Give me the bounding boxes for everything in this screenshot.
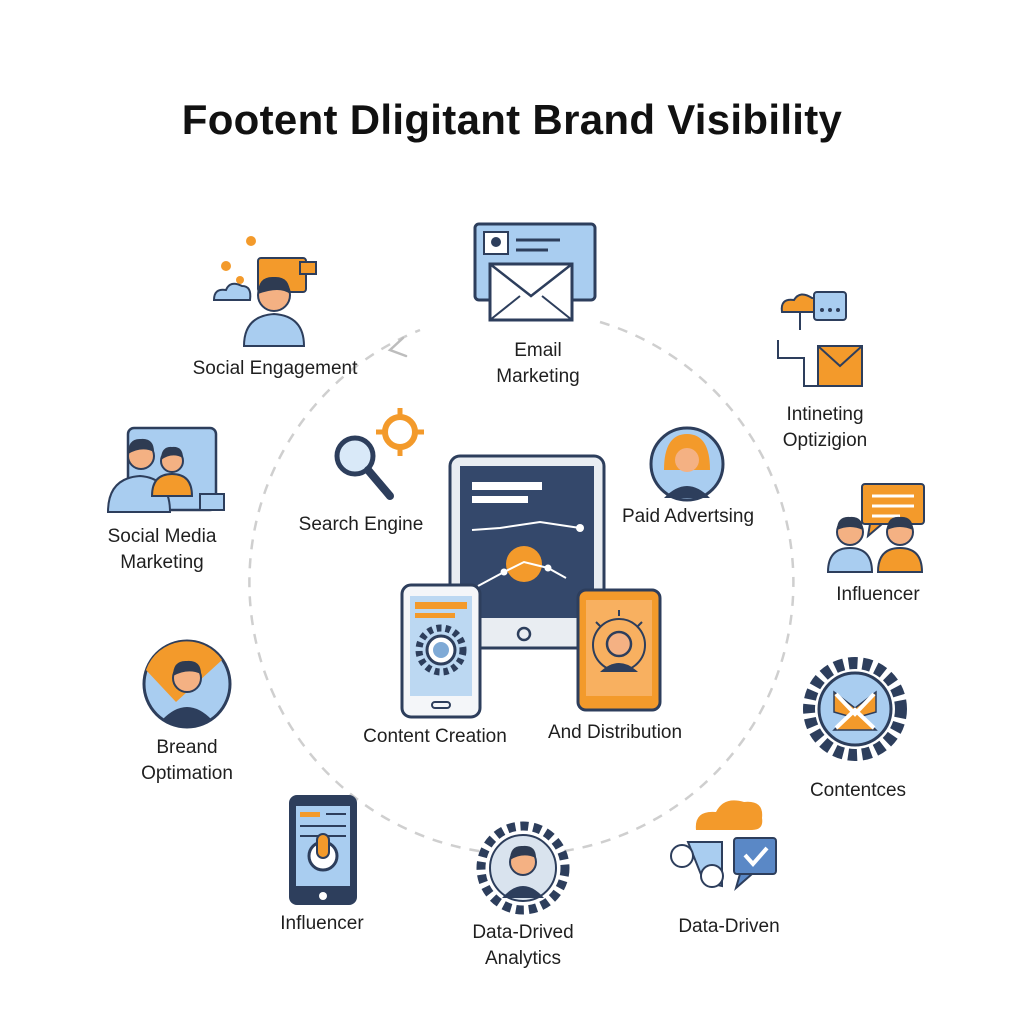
label-and-distribution: And Distribution [547, 722, 683, 743]
label-content-creation: Content Creation [363, 726, 507, 747]
search-icon [334, 435, 394, 500]
target-icon [376, 408, 424, 456]
page-title: Footent Dligitant Brand Visibility [181, 96, 843, 143]
label-data-driven: Data-Driven [678, 916, 780, 937]
label-contentces: Contentces [809, 780, 907, 801]
phone-device-icon [400, 583, 482, 719]
contentces-gear-icon [803, 657, 907, 761]
paid-advertising-avatar-icon [649, 426, 725, 502]
intineting-icon [777, 291, 863, 387]
influencer-right-icon [826, 483, 925, 573]
label-social-engagement: Social Engagement [192, 358, 358, 379]
influencer-phone-icon [289, 795, 357, 905]
data-driven-icon [670, 800, 777, 891]
social-media-icon [106, 426, 225, 513]
ring-arrow-icon [387, 336, 408, 358]
label-paid-advertising: Paid Advertsing [621, 506, 755, 527]
orange-tablet-icon [576, 588, 662, 712]
label-search-engine: Search Engine [298, 514, 424, 535]
email-icon [473, 222, 597, 322]
social-engagement-icon [212, 236, 317, 347]
label-influencer-right: Influencer [836, 584, 920, 605]
breand-optimation-icon [142, 639, 232, 729]
label-influencer-bottom: Influencer [280, 913, 364, 934]
data-drived-gear-icon [476, 821, 570, 915]
tablet-device-icon [448, 454, 606, 650]
